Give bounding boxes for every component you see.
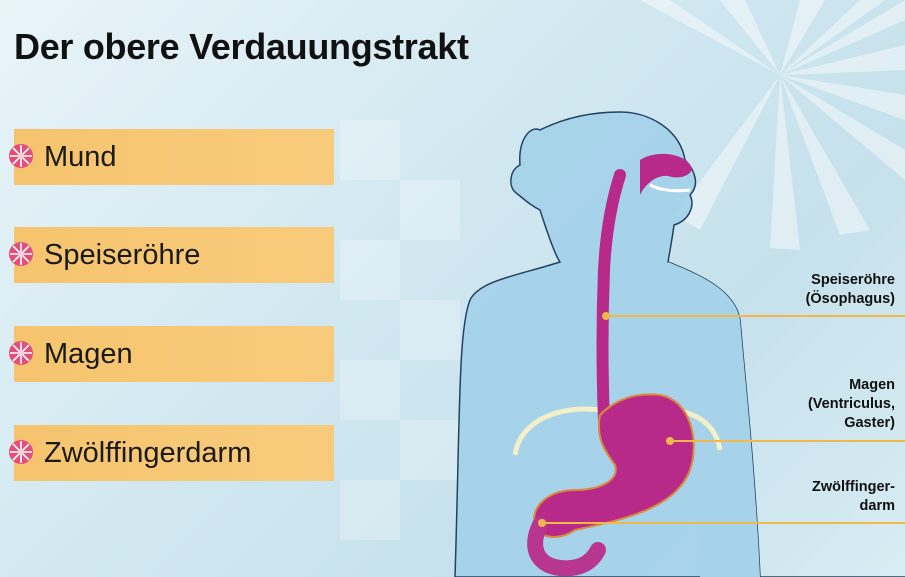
flower-bullet-icon: [8, 143, 34, 169]
slide-title: Der obere Verdauungstrakt: [14, 26, 469, 68]
list-item-zwoelffingerdarm: Zwölffingerdarm: [14, 425, 334, 481]
callout-esophagus: Speiseröhre (Ösophagus): [806, 271, 895, 309]
callout-stomach: Magen (Ventriculus, Gaster): [808, 376, 895, 433]
callout-line: Magen: [808, 376, 895, 395]
callout-line: Speiseröhre: [806, 271, 895, 290]
flower-bullet-icon: [8, 340, 34, 366]
flower-bullet-icon: [8, 439, 34, 465]
callout-line: darm: [812, 497, 895, 516]
callout-line: (Ösophagus): [806, 290, 895, 309]
list-item-speiseroehre: Speiseröhre: [14, 227, 334, 283]
list-item-mund: Mund: [14, 129, 334, 185]
callout-duodenum: Zwölffinger- darm: [812, 478, 895, 516]
callout-line: Gaster): [808, 414, 895, 433]
callout-line: Zwölffinger-: [812, 478, 895, 497]
list-item-label: Magen: [44, 338, 133, 371]
list-item-label: Speiseröhre: [44, 239, 200, 272]
flower-bullet-icon: [8, 241, 34, 267]
list-item-label: Mund: [44, 141, 117, 174]
list-item-label: Zwölffingerdarm: [44, 437, 251, 470]
callout-line: (Ventriculus,: [808, 395, 895, 414]
list-item-magen: Magen: [14, 326, 334, 382]
